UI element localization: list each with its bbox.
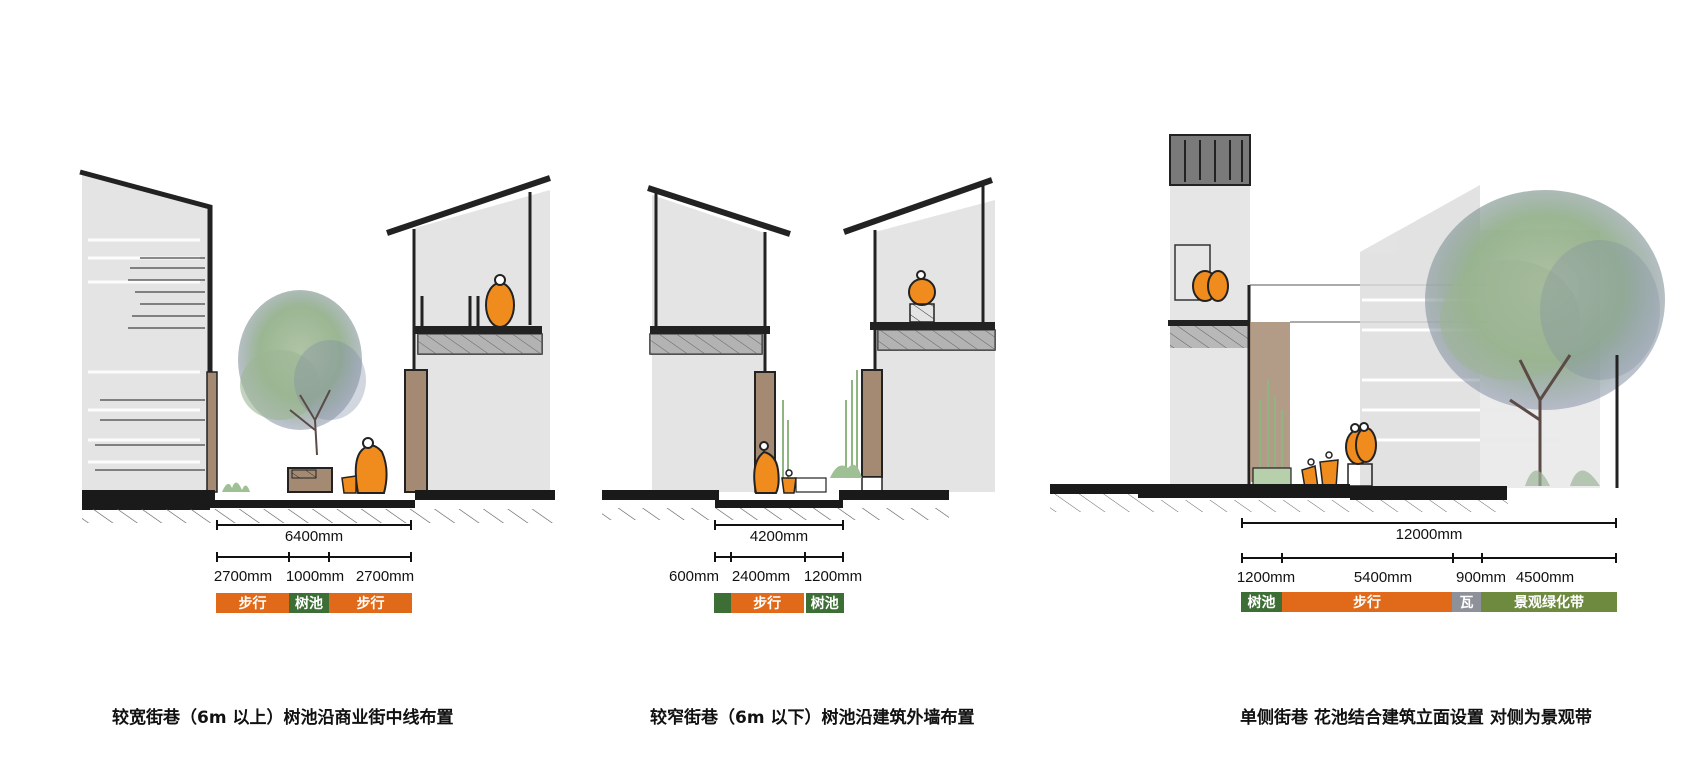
section-drawing-single-side: [1050, 134, 1665, 512]
zone-walk: 步行: [329, 593, 412, 613]
panel-caption: 单侧街巷 花池结合建筑立面设置 对侧为景观带: [1240, 708, 1592, 728]
left-building: [1168, 134, 1490, 488]
panel-caption: 较窄街巷（6m 以下）树池沿建筑外墙布置: [650, 708, 975, 728]
ground-section: [1050, 484, 1508, 512]
left-building: [647, 185, 791, 493]
section-drawing-narrow: [602, 177, 996, 520]
panel-caption: 较宽街巷（6m 以上）树池沿商业街中线布置: [112, 708, 454, 728]
segment-dimension-label: 1200mm: [803, 568, 863, 585]
section-drawing-wide: [79, 169, 555, 523]
segment-dimension-label: 4500mm: [1515, 569, 1575, 586]
zone-walk: 步行: [730, 593, 804, 613]
tree-icon: [238, 290, 366, 456]
flower-planter: [1252, 467, 1292, 487]
bamboo-icon: [782, 370, 858, 478]
total-dimension-label: 4200mm: [749, 528, 809, 545]
segment-dimension-label: 2400mm: [731, 568, 791, 585]
figure-icon: [341, 437, 388, 494]
right-building: [386, 175, 551, 493]
segment-dimension-label: 2700mm: [355, 568, 415, 585]
total-dimension-label: 12000mm: [1395, 526, 1463, 543]
figure-icon: [1345, 422, 1377, 487]
right-building: [843, 177, 996, 493]
segment-dimension-label: 1000mm: [285, 568, 345, 585]
panel-single-side-street: 12000mm 1200mm 5400mm 900mm 4500mm 树池 步行…: [1050, 0, 1700, 777]
panel-wide-street: 6400mm 2700mm 1000mm 2700mm 步行 树池 步行 较宽街…: [0, 0, 580, 777]
ground-section: [82, 490, 555, 523]
zone-walk: 步行: [1282, 592, 1452, 612]
panel-narrow-street: 4200mm 600mm 2400mm 1200mm 步行 树池 较窄街巷（6m…: [600, 0, 1100, 777]
figure-icon: [1301, 451, 1339, 489]
zone-band: 步行 树池 步行: [216, 593, 412, 613]
figure-icon: [1192, 270, 1229, 302]
ground-section: [602, 490, 949, 520]
segment-dimension-label: 600mm: [668, 568, 720, 585]
zone-tree-pool: 树池: [289, 593, 329, 613]
figure-icon: [908, 270, 936, 323]
segment-dimension-label: 2700mm: [213, 568, 273, 585]
total-dimension-label: 6400mm: [284, 528, 344, 545]
zone-tree-pool: 树池: [803, 593, 844, 613]
zone-landscape: 景观绿化带: [1481, 592, 1617, 612]
zone-tile: 瓦: [1452, 592, 1481, 612]
segment-dimension-label: 900mm: [1456, 569, 1507, 586]
zone-band: 树池 步行 瓦 景观绿化带: [1241, 592, 1617, 612]
figure-icon: [485, 274, 515, 328]
zone-band: 步行 树池: [714, 593, 844, 613]
segment-dimension-label: 5400mm: [1353, 569, 1413, 586]
tree-icon: [1425, 190, 1665, 486]
segment-dimension-label: 1200mm: [1236, 569, 1296, 586]
zone-walk: 步行: [216, 593, 289, 613]
left-building: [79, 169, 218, 493]
bamboo-icon: [1259, 380, 1283, 475]
zone-tree-pool: 树池: [1241, 592, 1282, 612]
grass-icon: [222, 482, 250, 492]
zone-tree-pool: [714, 593, 731, 613]
